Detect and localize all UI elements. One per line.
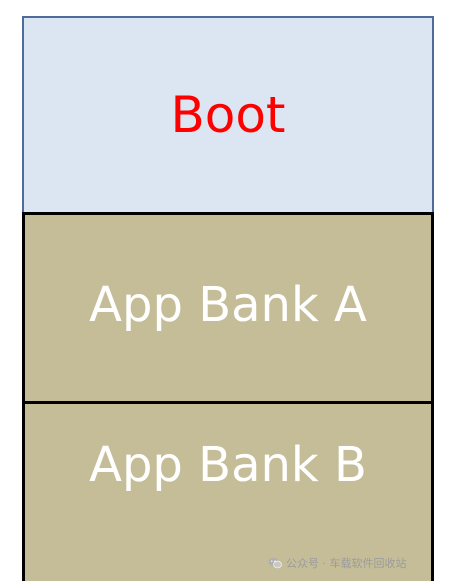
watermark: 公众号 · 车载软件回收站 [268, 554, 438, 572]
boot-label: Boot [170, 86, 286, 144]
boot-block: Boot [22, 16, 434, 212]
app-bank-a-label: App Bank A [89, 277, 367, 333]
memory-layout-diagram: Boot App Bank A App Bank B [22, 16, 434, 581]
app-bank-b-block: App Bank B [22, 404, 434, 581]
app-bank-b-label: App Bank B [89, 436, 367, 493]
wechat-icon [268, 557, 282, 569]
app-bank-a-block: App Bank A [22, 212, 434, 404]
watermark-text: 公众号 · 车载软件回收站 [286, 557, 407, 570]
